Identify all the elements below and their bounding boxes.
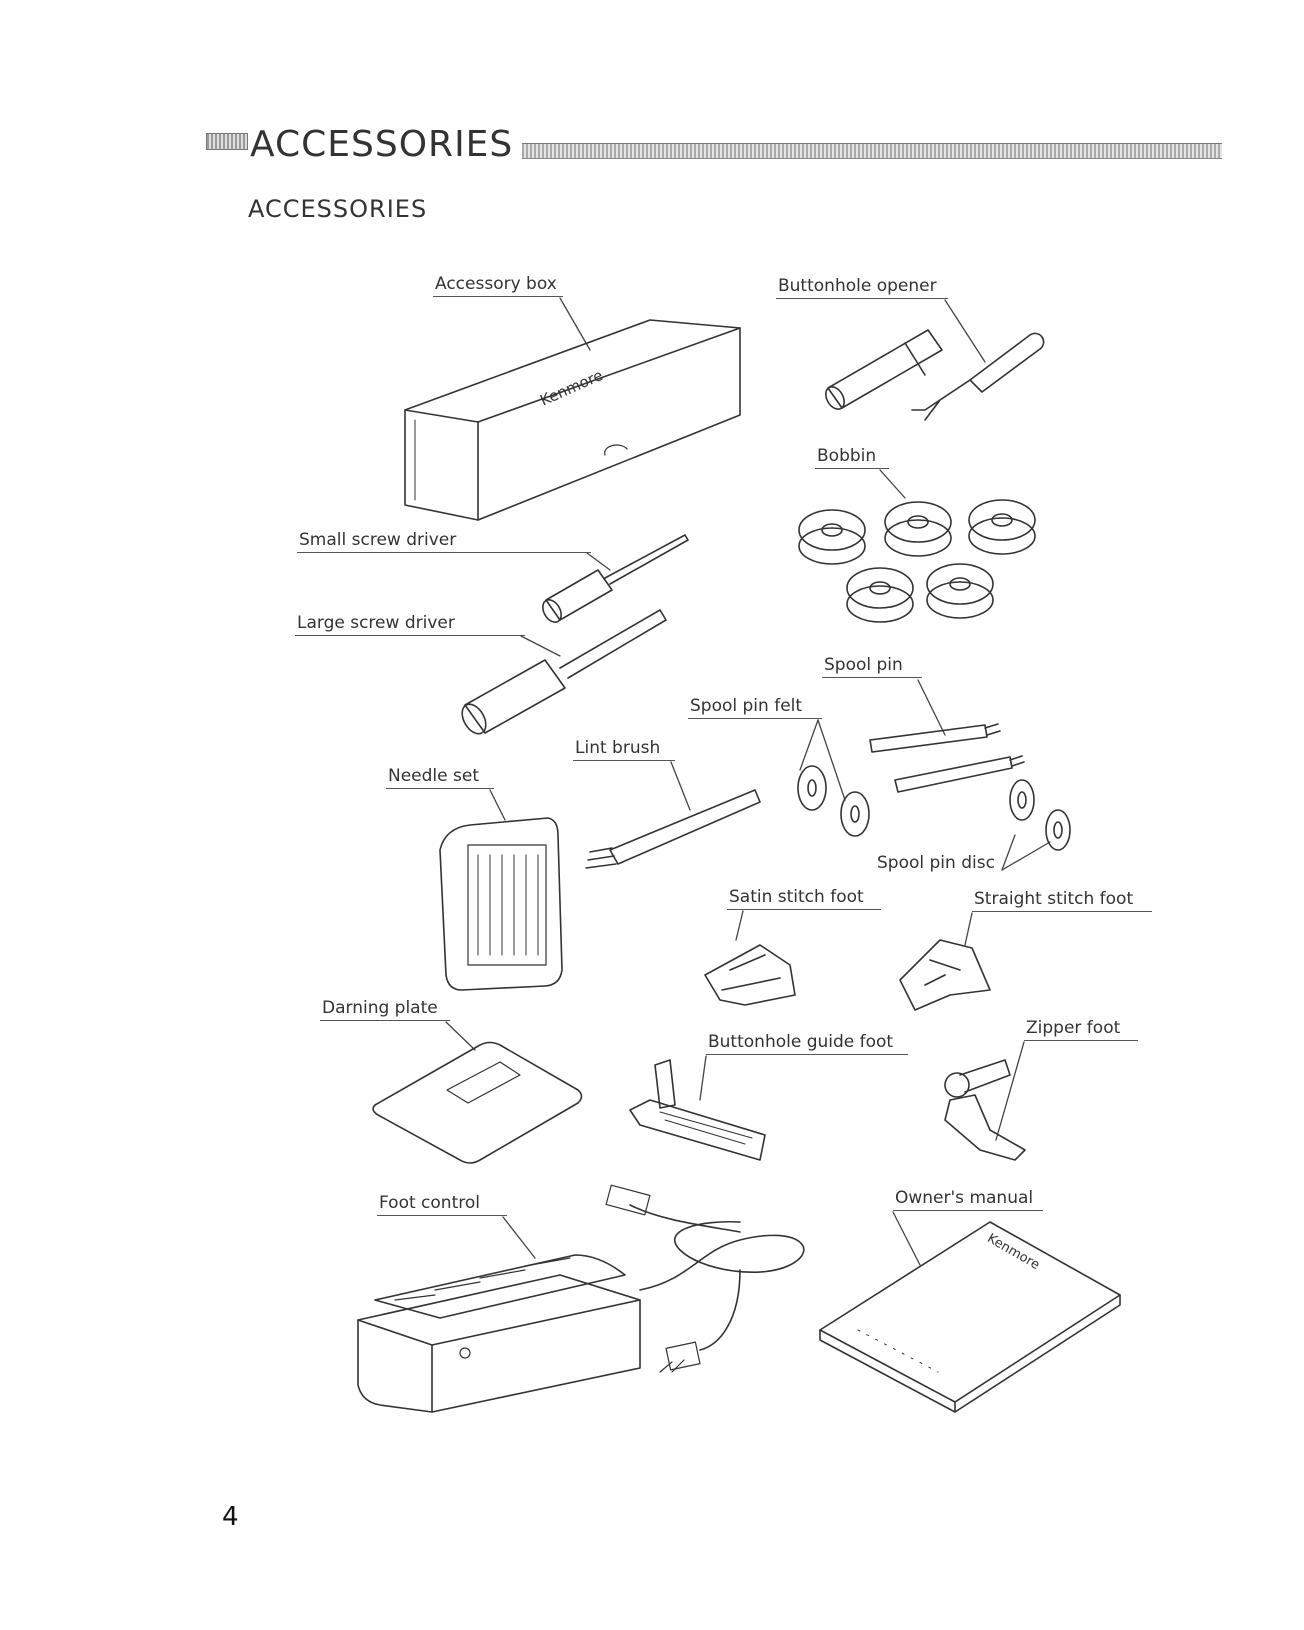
spool-pin-drawing: [870, 724, 1024, 792]
label-small-screw-driver: Small screw driver: [297, 530, 591, 553]
label-spool-pin-felt: Spool pin felt: [688, 696, 822, 719]
needle-set-drawing: [440, 818, 562, 990]
label-satin-stitch-foot: Satin stitch foot: [727, 887, 881, 910]
darning-plate-drawing: [373, 1043, 581, 1164]
label-lint-brush: Lint brush: [573, 738, 675, 761]
label-buttonhole-guide-foot: Buttonhole guide foot: [706, 1032, 908, 1055]
label-straight-stitch-foot: Straight stitch foot: [972, 889, 1152, 912]
box-brand-logo: Kenmore: [537, 366, 605, 410]
label-accessory-box: Accessory box: [433, 274, 563, 297]
zipper-foot-drawing: [945, 1060, 1025, 1160]
label-darning-plate: Darning plate: [320, 998, 450, 1021]
header-rule: [522, 143, 1222, 159]
buttonhole-guide-foot-drawing: [630, 1060, 765, 1160]
page-title: ACCESSORIES: [250, 124, 514, 165]
header-decoration: [206, 133, 248, 150]
spool-pin-disc-drawing: [1010, 780, 1070, 850]
label-owners-manual: Owner's manual: [893, 1188, 1043, 1211]
label-needle-set: Needle set: [386, 766, 494, 789]
small-screwdriver-drawing: [539, 535, 688, 625]
accessory-box-drawing: [405, 320, 740, 520]
label-spool-pin: Spool pin: [822, 655, 922, 678]
large-screwdriver-drawing: [457, 610, 666, 738]
label-foot-control: Foot control: [377, 1193, 507, 1216]
spool-pin-felt-drawing: [798, 766, 869, 836]
straight-stitch-foot-drawing: [900, 940, 990, 1010]
satin-stitch-foot-drawing: [705, 945, 795, 1005]
section-subtitle: ACCESSORIES: [248, 195, 428, 223]
label-bobbin: Bobbin: [815, 446, 889, 469]
leader-lines: [446, 298, 1050, 1265]
page-number: 4: [222, 1502, 239, 1532]
bobbins-drawing: [799, 500, 1035, 622]
label-large-screw-driver: Large screw driver: [295, 613, 525, 636]
foot-control-drawing: [358, 1185, 804, 1412]
owners-manual-drawing: [820, 1222, 1120, 1412]
lint-brush-drawing: [586, 790, 760, 868]
label-zipper-foot: Zipper foot: [1024, 1018, 1138, 1041]
label-spool-pin-disc: Spool pin disc: [877, 853, 995, 873]
manual-brand-logo: Kenmore: [985, 1231, 1043, 1273]
buttonhole-opener-drawing: [822, 330, 1044, 420]
label-buttonhole-opener: Buttonhole opener: [776, 276, 948, 299]
